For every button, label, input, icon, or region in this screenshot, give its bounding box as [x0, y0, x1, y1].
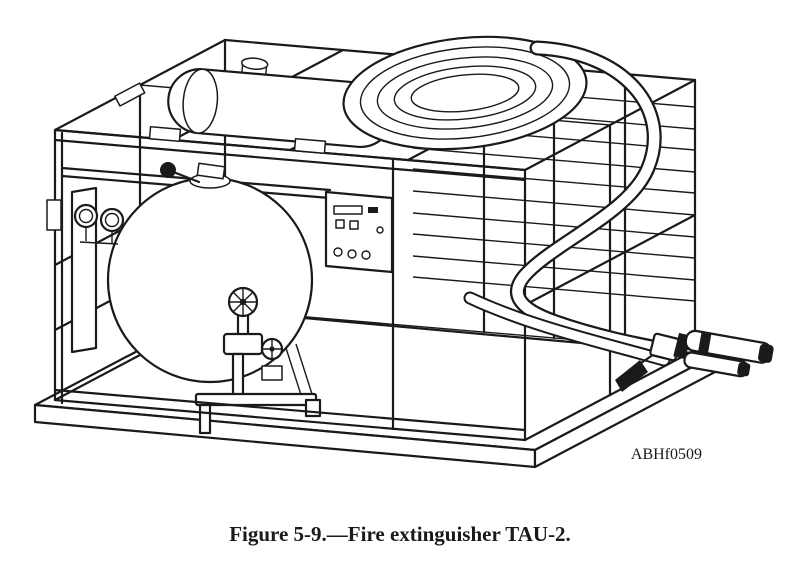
- delivery-hose: [463, 40, 676, 367]
- pressure-gauges: [70, 186, 125, 354]
- figure-credit: ABHf0509: [631, 446, 702, 463]
- tau2-fire-extinguisher-illustration: ABHf0509: [33, 35, 774, 469]
- agent-sphere: [106, 162, 314, 384]
- valve-handwheel-lower: [260, 337, 284, 381]
- figure-caption: Figure 5-9.—Fire extinguisher TAU-2.: [229, 522, 571, 546]
- control-panel: [324, 190, 394, 274]
- nozzle-applicator: [615, 329, 774, 392]
- storage-cylinder: [167, 57, 394, 149]
- hose-reel-coil: [342, 35, 588, 151]
